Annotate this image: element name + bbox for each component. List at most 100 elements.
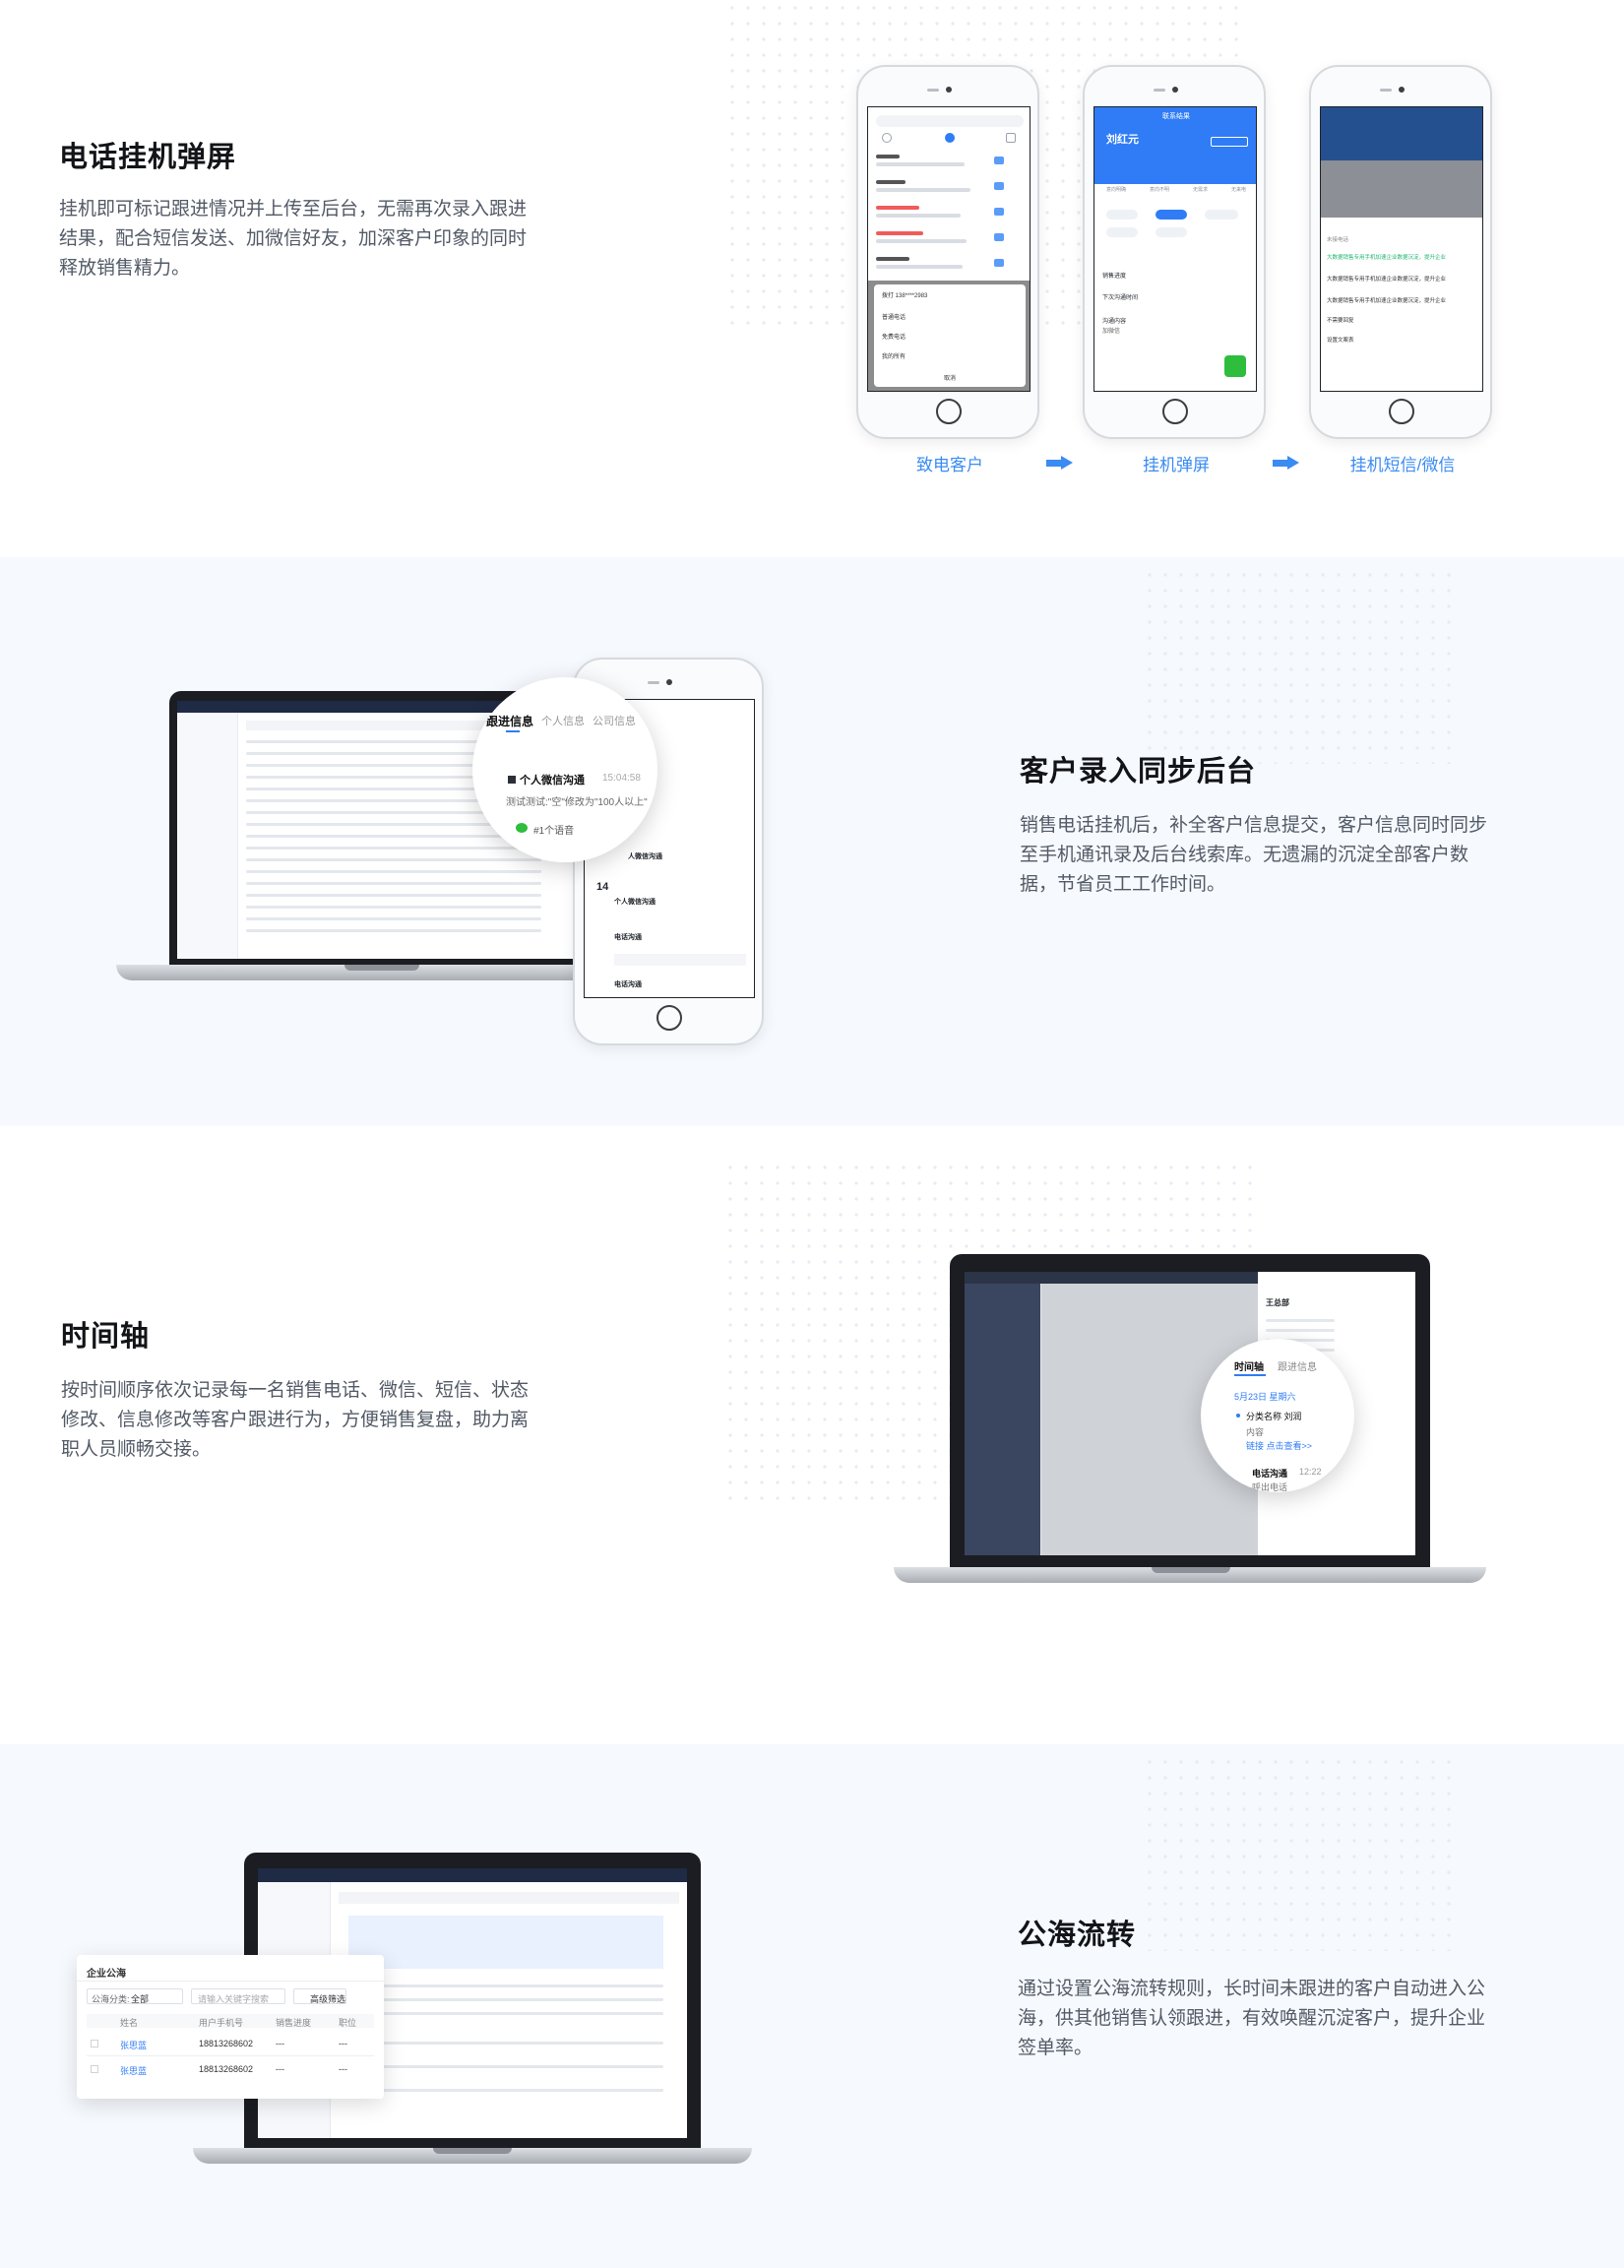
dot-pattern: [1142, 567, 1457, 764]
entry-tag: #1个语音: [533, 826, 575, 837]
menu-item-free-call[interactable]: 免费电话: [882, 335, 906, 341]
desc-line: 至手机通讯录及后台线索库。无遗漏的沉淀全部客户数: [1020, 845, 1469, 865]
result-tab[interactable]: 无来电: [1230, 187, 1246, 193]
row-checkbox[interactable]: [91, 2065, 98, 2073]
position: ---: [339, 2039, 347, 2048]
sms-template[interactable]: 大数据销售专用手机加速企业数据沉淀，提升企业: [1327, 277, 1447, 283]
customer-phone: 18813268602: [199, 2039, 254, 2048]
pool-search-input[interactable]: 请输入关键字搜索: [191, 1988, 285, 2004]
customer-name[interactable]: 张思蓝: [120, 2041, 148, 2050]
timeline-date: 14: [596, 881, 609, 893]
feature-description: 按时间顺序依次记录每一名销售电话、微信、短信、状态 修改、信息修改等客户跟进行为…: [61, 1376, 593, 1465]
desc-line: 销售电话挂机后，补全客户信息提交，客户信息同时同步: [1020, 815, 1488, 836]
laptop-base: [193, 2148, 752, 2164]
sms-template[interactable]: 大数据销售专用手机加速企业数据沉淀，提升企业: [1327, 255, 1447, 261]
timeline-entry-sub: 内容: [1246, 1427, 1265, 1437]
arrow-icon: [1273, 456, 1300, 470]
field-label: 沟通内容: [1102, 319, 1127, 325]
popup-header: 联系结果: [1162, 113, 1190, 120]
pool-category-select[interactable]: 公海分类: 全部: [87, 1988, 183, 2004]
timeline-entry: 电话沟通: [614, 934, 642, 941]
timeline-link[interactable]: 链接 点击查看>>: [1246, 1441, 1313, 1451]
timeline-date: 5月23日 星期六: [1234, 1392, 1296, 1402]
wechat-icon: [516, 823, 528, 833]
row-checkbox[interactable]: [91, 2040, 98, 2048]
laptop-notch: [1152, 1567, 1230, 1573]
desc-line: 签单率。: [1018, 2038, 1093, 2058]
feature-title: 客户录入同步后台: [1020, 756, 1257, 788]
desc-line: 海，供其他销售认领跟进，有效唤醒沉淀客户，提升企业: [1018, 2008, 1486, 2029]
feature-description: 通过设置公海流转规则，长时间未跟进的客户自动进入公 海，供其他销售认领跟进，有效…: [1018, 1975, 1549, 2063]
timeline-entry: 分类名称 刘润: [1246, 1412, 1302, 1421]
company-pool-card: 企业公海 公海分类: 全部 请输入关键字搜索 高级筛选 姓名 用户手机号 销售进…: [77, 1955, 384, 2099]
menu-item-cancel[interactable]: 取消: [943, 376, 956, 382]
entry-time: 15:04:58: [602, 773, 641, 784]
phone-hangup-popup: 联系结果 刘红元 意向明确 意向不明 无需求 无来电 销售进度 下次沟通时间 沟…: [1083, 65, 1266, 439]
sales-progress: ---: [276, 2064, 284, 2074]
result-tab[interactable]: 意向明确: [1105, 187, 1126, 193]
home-button: [656, 1005, 682, 1031]
sales-progress: ---: [276, 2039, 284, 2048]
timeline-entry: 个人微信沟通: [614, 899, 656, 906]
tab-timeline[interactable]: 时间轴: [1234, 1362, 1264, 1373]
menu-item-dial[interactable]: 拨打 138****2983: [882, 293, 928, 299]
tab-followup[interactable]: 跟进信息: [1278, 1362, 1317, 1373]
result-tab[interactable]: 无需求: [1192, 187, 1208, 193]
laptop-base: [894, 1567, 1486, 1583]
feature-description: 挂机即可标记跟进情况并上传至后台，无需再次录入跟进 结果，配合短信发送、加微信好…: [59, 195, 571, 284]
laptop-notch: [344, 965, 419, 971]
filter-label: 公海分类:: [92, 1994, 130, 2004]
wechat-icon[interactable]: [1224, 355, 1246, 377]
note-icon: [508, 776, 516, 784]
phone-call-customer: 拨打 138****2983 普通电话 免费电话 我的所有 取消: [856, 65, 1039, 439]
menu-item-all[interactable]: 我的所有: [882, 354, 906, 360]
home-button: [1162, 399, 1188, 424]
phone-screen: 未接电话 大数据销售专用手机加速企业数据沉淀，提升企业 大数据销售专用手机加速企…: [1320, 106, 1483, 392]
desc-line: 职人员顺畅交接。: [61, 1439, 212, 1460]
timeline-entry-sub: 呼出电话: [1252, 1482, 1288, 1492]
caption-hangup-sms: 挂机短信/微信: [1349, 456, 1456, 474]
home-button: [1389, 399, 1414, 424]
desc-line: 修改、信息修改等客户跟进行为，方便销售复盘，助力离: [61, 1410, 530, 1430]
arrow-icon: [1046, 456, 1074, 470]
result-tab[interactable]: 意向不明: [1149, 187, 1169, 193]
search-placeholder: 请输入关键字搜索: [198, 1994, 270, 2004]
call-menu: 拨打 138****2983 普通电话 免费电话 我的所有 取消: [874, 284, 1026, 387]
section-public-pool: 企业公海 公海分类: 全部 请输入关键字搜索 高级筛选 姓名 用户手机号 销售进…: [0, 1744, 1624, 2268]
feature-title: 时间轴: [61, 1321, 151, 1353]
feature-title: 电话挂机弹屏: [59, 142, 237, 173]
column-header: 姓名: [120, 2018, 139, 2028]
tab-personal[interactable]: 个人信息: [541, 716, 585, 727]
dot-pattern: [1142, 1754, 1457, 1951]
filter-value: 全部: [131, 1994, 150, 2004]
menu-item-normal-call[interactable]: 普通电话: [882, 315, 906, 321]
magnifier-timeline: 时间轴 跟进信息 5月23日 星期六 分类名称 刘润 内容 链接 点击查看>> …: [1201, 1339, 1354, 1492]
entry-desc: 测试测试:"空"修改为"100人以上": [506, 797, 648, 808]
tab-followup[interactable]: 跟进信息: [486, 715, 534, 728]
field-label: 销售进度: [1102, 274, 1127, 280]
customer-phone: 18813268602: [199, 2064, 254, 2074]
feature-title: 公海流转: [1018, 1920, 1137, 1951]
entry-title: 个人微信沟通: [520, 775, 585, 787]
customer-name[interactable]: 张思蓝: [120, 2066, 148, 2076]
column-header: 职位: [339, 2018, 357, 2028]
position: ---: [339, 2064, 347, 2074]
phone-screen: 联系结果 刘红元 意向明确 意向不明 无需求 无来电 销售进度 下次沟通时间 沟…: [1093, 106, 1257, 392]
field-label: 下次沟通时间: [1102, 295, 1139, 301]
column-header: 销售进度: [276, 2018, 312, 2028]
caption-hangup-popup: 挂机弹屏: [1143, 456, 1210, 474]
field-label: 加微信: [1102, 329, 1121, 335]
timeline-time: 12:22: [1299, 1467, 1322, 1477]
section-timeline: 时间轴 按时间顺序依次记录每一名销售电话、微信、短信、状态 修改、信息修改等客户…: [0, 1126, 1624, 1744]
tab-company[interactable]: 公司信息: [593, 716, 636, 727]
caption-call-customer: 致电客户: [916, 456, 983, 474]
sms-template[interactable]: 不需要回复: [1327, 318, 1354, 324]
laptop-screen: 王总部: [965, 1272, 1415, 1555]
section-call-popup: 电话挂机弹屏 挂机即可标记跟进情况并上传至后台，无需再次录入跟进 结果，配合短信…: [0, 0, 1624, 557]
advanced-filter-button[interactable]: 高级筛选: [293, 1988, 346, 2004]
desc-line: 结果，配合短信发送、加微信好友，加深客户印象的同时: [59, 228, 528, 249]
sms-template[interactable]: 大数据销售专用手机加速企业数据沉淀，提升企业: [1327, 298, 1447, 304]
sms-template[interactable]: 设置文案表: [1327, 338, 1354, 344]
desc-line: 通过设置公海流转规则，长时间未跟进的客户自动进入公: [1018, 1979, 1486, 1999]
advanced-filter-label: 高级筛选: [310, 1994, 346, 2004]
